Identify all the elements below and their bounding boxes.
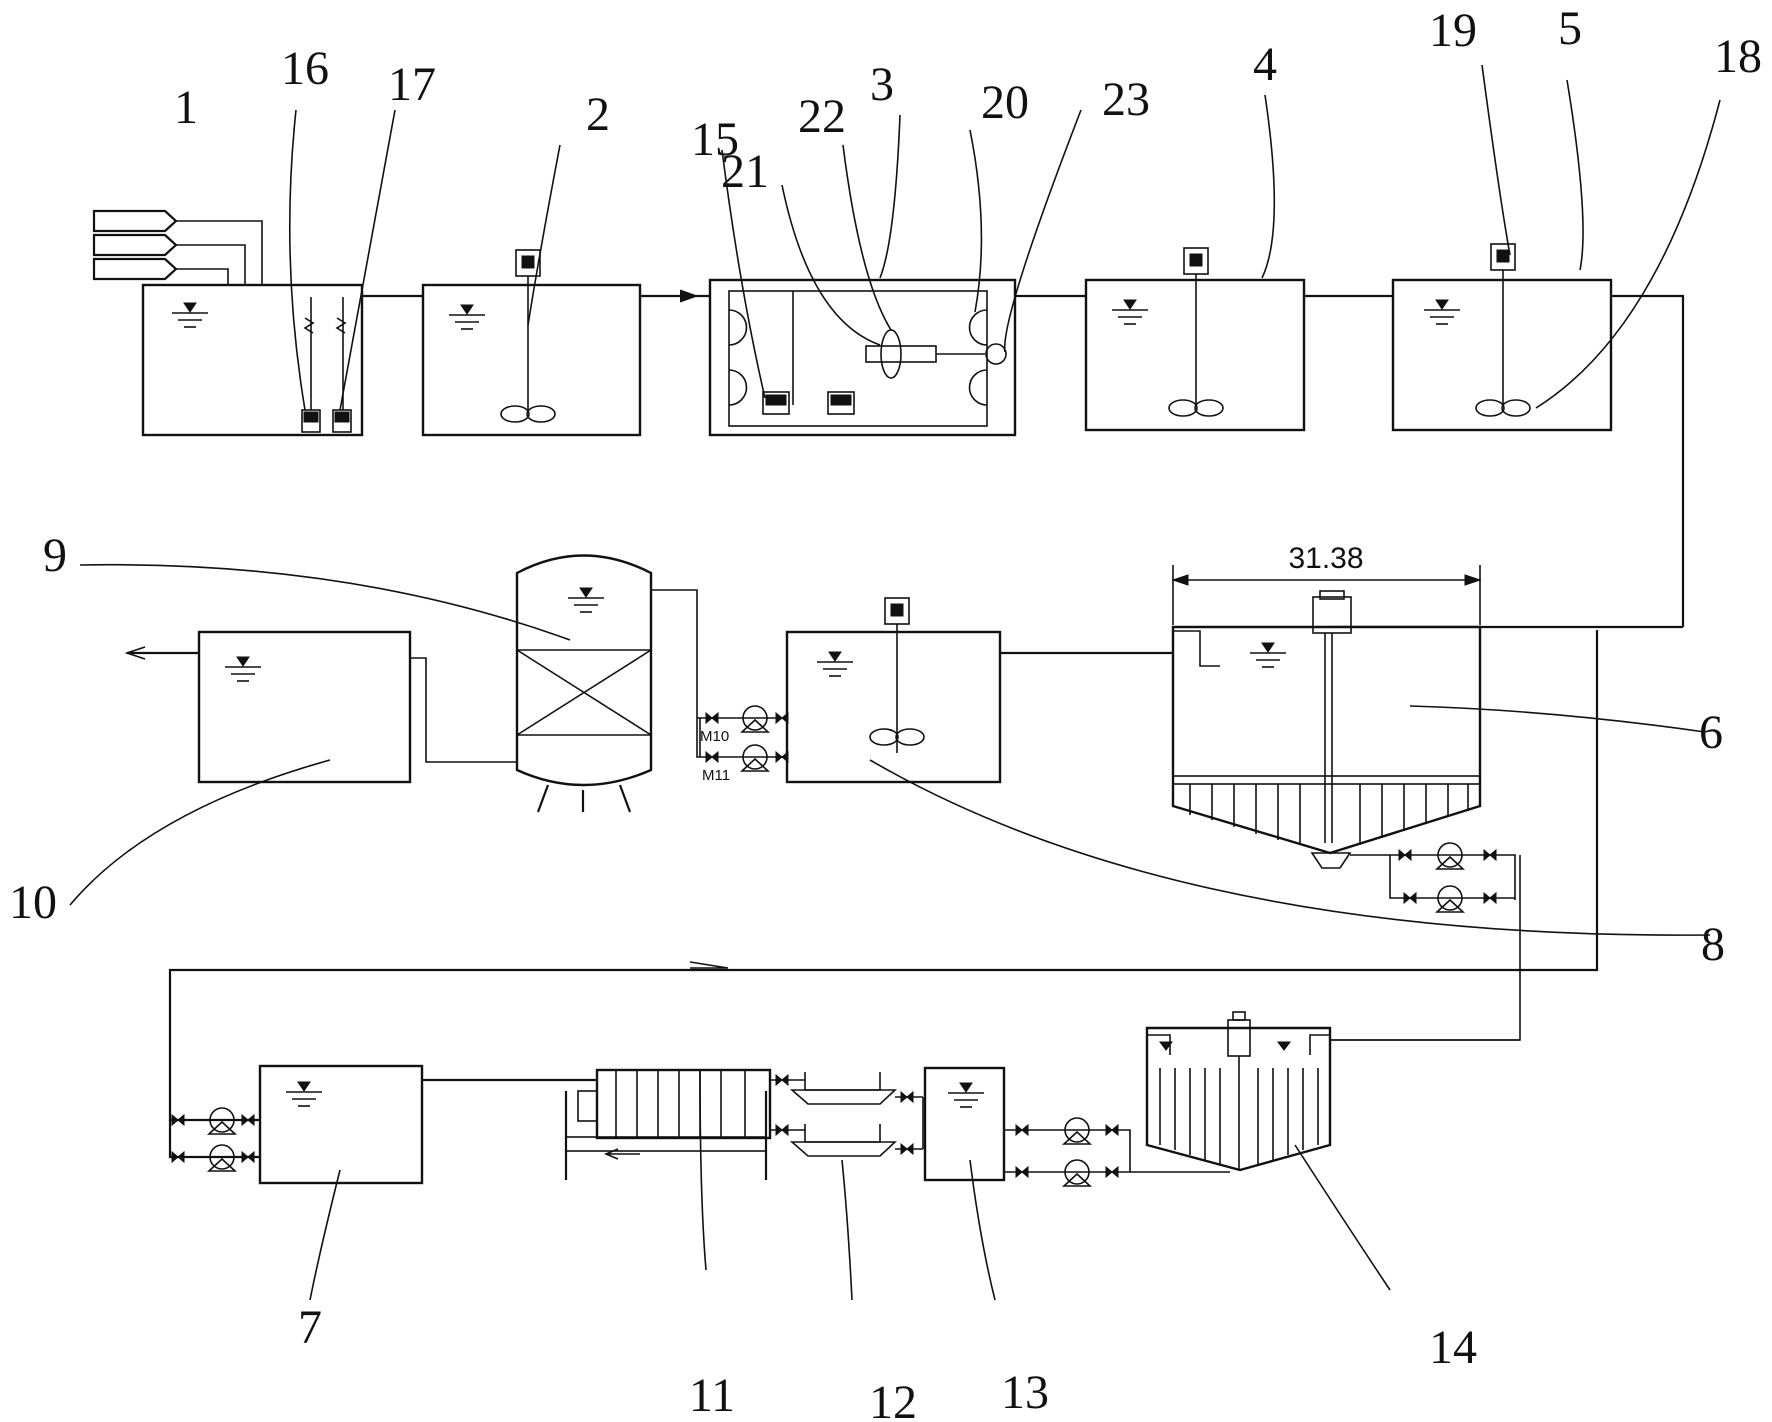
label-21: 21 xyxy=(721,145,769,198)
label-14: 14 xyxy=(1429,1321,1477,1374)
tank-4 xyxy=(1084,247,1306,432)
label-11: 11 xyxy=(689,1369,735,1422)
label-3: 3 xyxy=(870,58,894,111)
label-7: 7 xyxy=(298,1301,322,1354)
label-19: 19 xyxy=(1429,4,1477,57)
label-12: 12 xyxy=(869,1376,917,1422)
label-6: 6 xyxy=(1699,706,1723,759)
column-9 xyxy=(515,554,653,813)
pumps-tank-13 xyxy=(1004,1117,1230,1187)
tank-2 xyxy=(421,249,642,437)
label-13: 13 xyxy=(1001,1366,1049,1419)
label-17: 17 xyxy=(388,58,436,111)
main-process-line-top xyxy=(150,294,1685,627)
dimension-text: 31.38 xyxy=(1288,542,1363,575)
pump-label-m11: M11 xyxy=(702,767,730,784)
filter-press-11 xyxy=(564,1068,772,1180)
units-12 xyxy=(770,1072,924,1157)
pumps-tank-7 xyxy=(171,1107,255,1172)
dosing-containers xyxy=(92,209,263,285)
number-labels: 1 2 3 4 5 6 7 8 9 10 11 12 13 14 15 16 1… xyxy=(9,2,1762,1422)
pump-label-m10: M10 xyxy=(700,728,729,745)
sludge-pumps-tank-6 xyxy=(1250,842,1521,1041)
tank-8 xyxy=(785,597,1002,784)
tank-1 xyxy=(141,283,364,437)
label-9: 9 xyxy=(43,529,67,582)
label-16: 16 xyxy=(281,42,329,95)
tank-5 xyxy=(1391,243,1613,432)
label-4: 4 xyxy=(1253,38,1277,91)
label-1: 1 xyxy=(174,81,198,134)
label-18: 18 xyxy=(1714,30,1762,83)
tank-3 xyxy=(708,278,1017,437)
tank-6-settler xyxy=(1171,590,1482,869)
tank-10 xyxy=(197,630,412,784)
label-10: 10 xyxy=(9,876,57,929)
label-5: 5 xyxy=(1558,2,1582,55)
label-20: 20 xyxy=(981,76,1029,129)
label-23: 23 xyxy=(1102,73,1150,126)
tank-13 xyxy=(923,1066,1006,1182)
tank-7 xyxy=(258,1064,424,1185)
thickener-14 xyxy=(1145,1011,1332,1172)
label-22: 22 xyxy=(798,90,846,143)
dimension-31-38: 31.38 xyxy=(1171,542,1482,625)
label-2: 2 xyxy=(586,88,610,141)
flow-arrow xyxy=(679,289,699,303)
label-8: 8 xyxy=(1701,918,1725,971)
label-15: 15 xyxy=(691,113,739,166)
leader-lines xyxy=(69,64,1721,1301)
pumps-m10-m11: M10 M11 xyxy=(651,589,789,784)
